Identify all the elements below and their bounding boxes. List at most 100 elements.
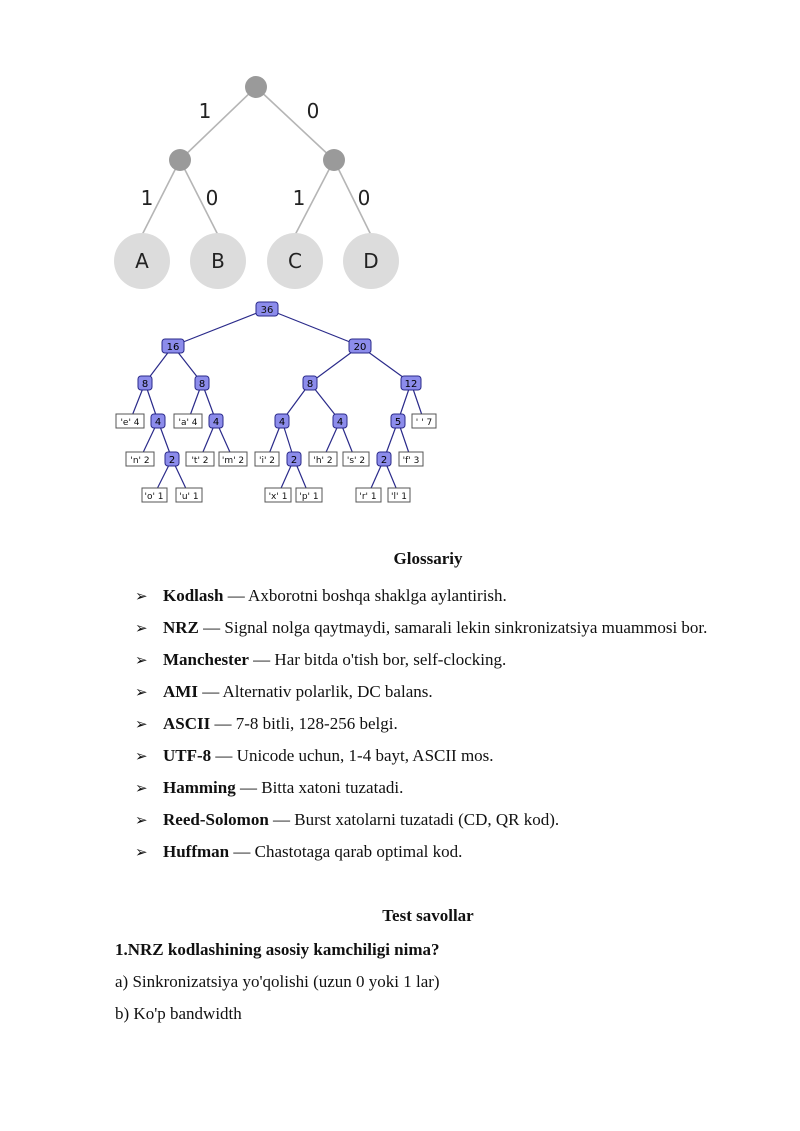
leaf-label: 'x' 1 [269,492,288,502]
glossary-item: ➢ NRZ — Signal nolga qaytmaydi, samarali … [130,612,742,644]
tree-node: 5 [390,413,406,429]
tree-node: 4 [150,413,166,429]
binary-code-tree: 1 0 1 0 1 0 A B C D [114,76,399,289]
arrow-bullet-icon: ➢ [135,619,148,637]
tree-node: 4 [332,413,348,429]
leaf-label: C [288,249,302,273]
tree-node [323,149,345,171]
tree-node: 2 [376,451,392,467]
tree-node: 8 [302,375,318,391]
leaf-label: 'h' 2 [313,456,332,466]
tree-leaf: 'u' 1 [175,487,203,503]
tree-leaf: 's' 2 [342,451,370,467]
leaf-label: ' ' 7 [416,418,432,428]
glossary-term: UTF-8 [163,746,212,765]
node-weight: 36 [261,305,274,316]
node-weight: 2 [291,455,297,466]
leaf-label: 'n' 2 [130,456,149,466]
leaf-node [267,233,323,289]
tree-node: 4 [274,413,290,429]
glossary-term: Huffman [163,842,230,861]
tree-node: 8 [194,375,210,391]
glossary-definition: — Chastotaga qarab optimal kod. [229,842,463,861]
node-weight: 5 [395,417,401,428]
leaf-label: D [363,249,378,273]
tree-root-node [245,76,267,98]
node-weight: 2 [169,455,175,466]
glossary-term: NRZ [163,618,199,637]
tree-leaf: 'o' 1 [141,487,168,503]
glossary-item: ➢Kodlash — Axborotni boshqa shaklga ayla… [130,580,742,612]
tree-leaf: 'm' 2 [218,451,248,467]
arrow-bullet-icon: ➢ [135,811,148,829]
tree-node: 16 [161,338,185,354]
glossary-item: ➢ ASCII — 7-8 bitli, 128-256 belgi. [130,708,742,740]
edge-label: 0 [358,186,371,210]
tree-leaf: 'a' 4 [173,413,203,429]
tree-node: 4 [208,413,224,429]
leaf-label: 'm' 2 [222,456,244,466]
test-title: Test savollar [382,906,474,925]
tree-node: 12 [400,375,422,391]
glossary-item: ➢Reed-Solomon — Burst xatolarni tuzatadi… [130,804,742,836]
leaf-label: 'p' 1 [299,492,318,502]
answer-option-b: b) Ko'p bandwidth [115,1004,242,1023]
arrow-bullet-icon: ➢ [135,715,148,733]
arrow-bullet-icon: ➢ [135,651,148,669]
tree-leaf: 'h' 2 [308,451,338,467]
leaf-label: 's' 2 [347,456,365,466]
glossary-item: ➢Hamming — Bitta xatoni tuzatadi. [130,772,742,804]
tree-leaf: 'f' 3 [398,451,424,467]
glossary-term: ASCII [163,714,211,733]
node-weight: 4 [279,417,285,428]
glossary-term: Hamming [163,778,236,797]
glossary-definition: — 7-8 bitli, 128-256 belgi. [210,714,398,733]
node-weight: 20 [354,342,367,353]
glossary-definition: — Unicode uchun, 1-4 bayt, ASCII mos. [211,746,494,765]
arrow-bullet-icon: ➢ [135,747,148,765]
question-1: 1.NRZ kodlashining asosiy kamchiligi nim… [115,940,440,959]
arrow-bullet-icon: ➢ [135,587,148,605]
arrow-bullet-icon: ➢ [135,683,148,701]
glossary-definition: — Alternativ polarlik, DC balans. [197,682,433,701]
edge-label: 1 [141,186,154,210]
glossary-term: Manchester [163,650,249,669]
leaf-node [190,233,246,289]
tree-leaf: 'i' 2 [254,451,280,467]
huffman-tree: 36 16 20 8 8 8 12 4 [115,301,437,503]
leaf-node [114,233,170,289]
node-weight: 4 [213,417,219,428]
leaf-label: A [135,249,149,273]
leaf-label: 'f' 3 [403,456,420,466]
tree-root-node: 36 [255,301,279,317]
tree-node: 20 [348,338,372,354]
arrow-bullet-icon: ➢ [135,843,148,861]
edge-label: 0 [206,186,219,210]
leaf-label: 'o' 1 [144,492,163,502]
glossary-definition: — Signal nolga qaytmaydi, samarali lekin… [198,618,708,637]
glossary-definition: — Har bitda o'tish bor, self-clocking. [248,650,507,669]
tree-leaf: 't' 2 [185,451,215,467]
glossary-item: ➢ UTF-8 — Unicode uchun, 1-4 bayt, ASCII … [130,740,742,772]
glossary-title: Glossariy [393,549,463,568]
node-weight: 8 [142,379,148,390]
edge-label: 1 [199,99,212,123]
edge-label: 0 [307,99,320,123]
tree-node: 2 [164,451,180,467]
leaf-label: 'u' 1 [179,492,198,502]
leaf-label: 't' 2 [191,456,208,466]
tree-leaf: ' ' 7 [411,413,437,429]
glossary-item: ➢ Huffman — Chastotaga qarab optimal kod. [130,836,742,868]
tree-leaf: 'l' 1 [387,487,411,503]
glossary-term: AMI [163,682,198,701]
tree-leaf: 'n' 2 [125,451,155,467]
node-weight: 8 [199,379,205,390]
answer-option-a: a) Sinkronizatsiya yo'qolishi (uzun 0 yo… [115,972,440,991]
node-weight: 2 [381,455,387,466]
leaf-label: 'l' 1 [391,492,407,502]
node-weight: 4 [337,417,343,428]
tree-node: 8 [137,375,153,391]
node-weight: 12 [405,379,418,390]
glossary-list: ➢Kodlash — Axborotni boshqa shaklga ayla… [130,580,742,868]
tree-leaf: 'p' 1 [295,487,323,503]
